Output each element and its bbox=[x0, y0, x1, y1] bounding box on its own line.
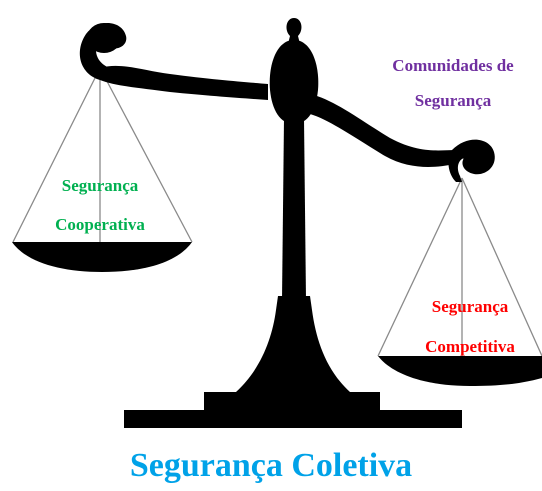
left-pan-strings bbox=[12, 67, 193, 243]
plinth-top bbox=[204, 392, 380, 410]
cooperative-security-label: Segurança Cooperativa bbox=[20, 166, 180, 244]
right-pan bbox=[378, 356, 542, 386]
competitive-security-label: Segurança Competitiva bbox=[400, 287, 540, 367]
community-line-2: Segurança bbox=[414, 91, 492, 110]
plinth-bottom bbox=[124, 410, 462, 428]
competitive-line-1: Segurança bbox=[431, 297, 509, 316]
left-pan bbox=[12, 242, 192, 272]
finial bbox=[286, 18, 302, 44]
right-pan-strings bbox=[377, 177, 542, 357]
community-line-1: Comunidades de bbox=[392, 56, 514, 75]
collective-security-title: Segurança Coletiva bbox=[129, 447, 413, 484]
community-security-label: Comunidades de Segurança bbox=[368, 48, 538, 118]
column bbox=[282, 118, 306, 300]
competitive-line-2: Competitiva bbox=[425, 337, 515, 356]
cooperative-line-1: Segurança bbox=[61, 176, 139, 195]
scale-body bbox=[12, 18, 542, 428]
cooperative-line-2: Cooperativa bbox=[55, 215, 145, 234]
beam-right bbox=[310, 94, 455, 167]
column-collar bbox=[276, 296, 312, 310]
pivot bbox=[269, 40, 319, 124]
column-base bbox=[236, 310, 350, 392]
beam bbox=[100, 65, 268, 100]
